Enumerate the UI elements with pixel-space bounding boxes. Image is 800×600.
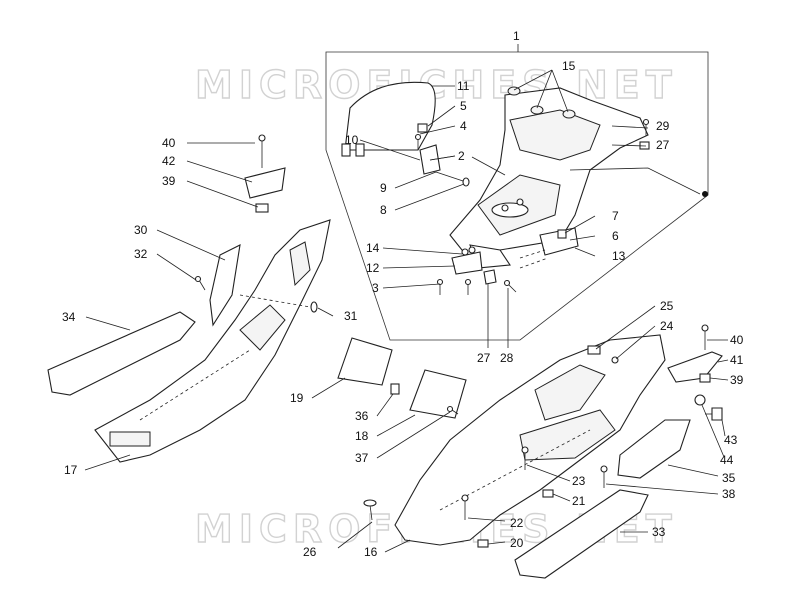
callout-c15: 15 — [562, 59, 576, 73]
grommet-15 — [507, 86, 576, 119]
clip-27-lower — [483, 269, 497, 285]
callout-c6: 6 — [612, 229, 619, 243]
screw-23 — [521, 446, 529, 470]
screws-3 — [436, 278, 472, 295]
clip-39-left — [255, 203, 269, 213]
screw-32 — [194, 275, 206, 291]
callout-c27b: 27 — [477, 351, 491, 365]
callout-c13: 13 — [612, 249, 626, 263]
callout-c25: 25 — [660, 299, 674, 313]
clip-39-right — [699, 373, 711, 383]
callout-c14: 14 — [366, 241, 380, 255]
callout-c16: 16 — [364, 545, 378, 559]
screw-4 — [414, 133, 422, 150]
screw-38 — [600, 465, 608, 488]
spring-9 — [435, 171, 467, 183]
footrest-mat-34 — [47, 311, 196, 396]
callout-c33: 33 — [652, 525, 666, 539]
callout-c9: 9 — [380, 181, 387, 195]
panel-35 — [617, 419, 691, 479]
callout-c28: 28 — [500, 351, 514, 365]
leader-lines — [84, 69, 729, 553]
callout-c39a: 39 — [162, 174, 176, 188]
clip-20 — [477, 539, 489, 548]
glovebox-lid-11 — [341, 81, 436, 157]
callout-c32: 32 — [134, 247, 148, 261]
callout-c3: 3 — [372, 281, 379, 295]
callout-c11: 11 — [457, 79, 470, 93]
callout-c43: 43 — [724, 433, 738, 447]
callout-c7: 7 — [612, 209, 619, 223]
screw-28 — [503, 279, 517, 293]
left-side-panel-17 — [94, 219, 331, 463]
kit-frame-dot — [702, 191, 708, 197]
callout-c44: 44 — [720, 453, 734, 467]
callout-c12: 12 — [366, 261, 380, 275]
callout-c27a: 27 — [656, 138, 670, 152]
bracket-12-14 — [451, 246, 483, 275]
footboard-19 — [337, 337, 393, 386]
screw-22 — [461, 494, 469, 520]
callout-c8: 8 — [380, 203, 387, 217]
callout-c21: 21 — [572, 494, 586, 508]
bracket-7-6-13 — [519, 227, 579, 269]
clip-36 — [390, 383, 400, 395]
callout-c2: 2 — [458, 149, 465, 163]
callout-c29: 29 — [656, 119, 670, 133]
panel-30 — [209, 244, 241, 327]
callout-c18: 18 — [355, 429, 369, 443]
footboard-18 — [409, 369, 467, 419]
callout-c1: 1 — [513, 29, 520, 43]
callout-c23: 23 — [572, 474, 586, 488]
callout-c35: 35 — [722, 471, 736, 485]
clip-5 — [417, 123, 428, 133]
callout-c39b: 39 — [730, 373, 744, 387]
callout-c24: 24 — [660, 319, 674, 333]
clip-31 — [239, 294, 318, 313]
callout-c20: 20 — [510, 536, 524, 550]
callout-c4: 4 — [460, 119, 467, 133]
bracket-41 — [667, 351, 723, 383]
washer-8 — [462, 177, 470, 187]
callout-c40a: 40 — [162, 136, 176, 150]
callout-c38: 38 — [722, 487, 736, 501]
bolt-26 — [363, 499, 377, 521]
callout-labels: 1 15 11 5 4 2 10 9 8 29 27 7 6 13 14 12 … — [62, 29, 744, 559]
screw-37 — [446, 405, 459, 415]
callout-c40b: 40 — [730, 333, 744, 347]
callout-c10: 10 — [345, 133, 359, 147]
callout-c26: 26 — [303, 545, 317, 559]
screw-40-left — [258, 134, 266, 168]
right-side-panel-16 — [394, 334, 666, 546]
callout-c42: 42 — [162, 154, 176, 168]
watermark-top: MICROFICHES.NET — [195, 63, 678, 107]
bracket-42 — [244, 167, 286, 199]
callout-c5: 5 — [460, 99, 467, 113]
kit-frame — [325, 51, 709, 341]
rear-body-assembly — [449, 87, 649, 269]
clip-21 — [542, 489, 554, 498]
callout-c19: 19 — [290, 391, 304, 405]
screw-40-right — [701, 324, 709, 350]
latch-10 — [419, 144, 441, 175]
callout-c41: 41 — [730, 353, 744, 367]
callout-c37: 37 — [355, 451, 369, 465]
callout-c17: 17 — [64, 463, 78, 477]
fastener-44 — [694, 394, 706, 406]
footrest-mat-33 — [514, 489, 649, 579]
callout-c31: 31 — [344, 309, 358, 323]
screw-29 — [642, 118, 650, 136]
clip-25 — [587, 345, 601, 355]
callout-c22: 22 — [510, 516, 524, 530]
callout-c36: 36 — [355, 409, 369, 423]
callout-c34: 34 — [62, 310, 76, 324]
callout-c30: 30 — [134, 223, 148, 237]
